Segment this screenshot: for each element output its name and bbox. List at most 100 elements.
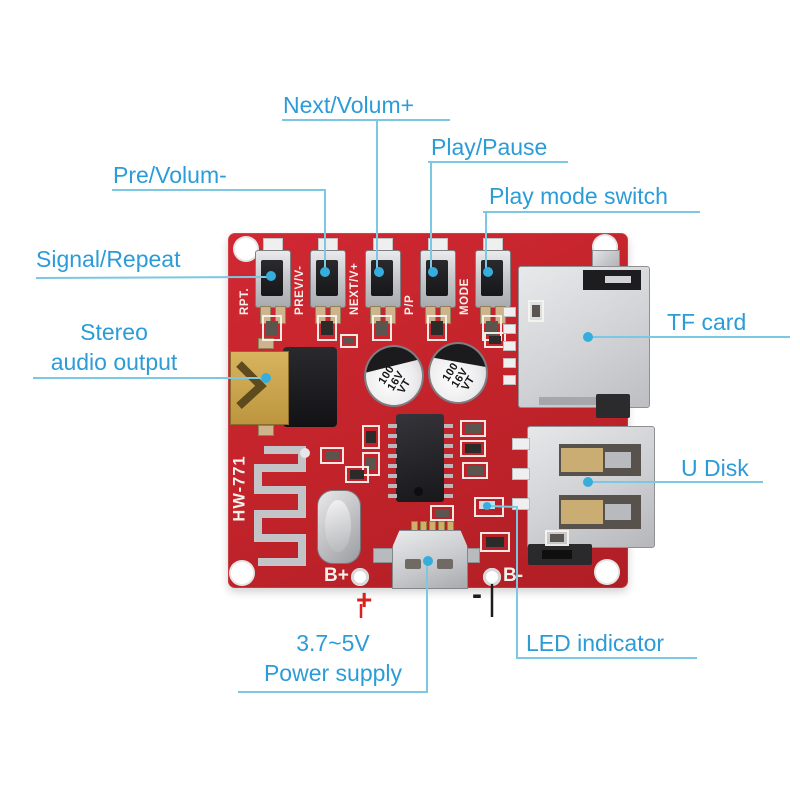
micro-usb-wing	[373, 548, 393, 563]
silk-b-plus: B+	[324, 565, 349, 586]
tf-card-slot	[518, 266, 650, 408]
solder-pad	[503, 358, 516, 368]
minus-mark: -	[472, 578, 482, 611]
ic-pin	[388, 484, 397, 488]
b-minus-pad	[483, 568, 501, 586]
solder-pad	[503, 341, 516, 351]
label-power-supply: 3.7~5V Power supply	[240, 628, 426, 688]
silk-rpt: RPT.	[239, 287, 251, 315]
button-cap	[481, 260, 503, 296]
smd	[484, 332, 506, 348]
smd	[430, 505, 454, 521]
label-stereo-output: Stereo audio output	[38, 317, 190, 377]
silk-pp: P/P	[404, 294, 416, 315]
ic-pin	[388, 424, 397, 428]
audio-jack-body	[283, 347, 337, 427]
ic-pin	[388, 474, 397, 478]
capacitor-2: 100 16V VT	[428, 342, 488, 404]
button-prev	[310, 250, 346, 308]
audio-jack-barrel	[230, 351, 289, 425]
solder-pad	[503, 307, 516, 317]
usb-base	[528, 544, 592, 565]
ic-pin	[444, 484, 453, 488]
silk-b-minus: B-	[503, 565, 524, 586]
smd	[362, 452, 380, 476]
ic-pin	[388, 444, 397, 448]
label-signal-repeat: Signal/Repeat	[36, 246, 181, 272]
status-led	[474, 497, 504, 517]
label-play-mode: Play mode switch	[489, 183, 668, 209]
smd	[262, 315, 282, 341]
solder-pad	[503, 375, 516, 385]
solder-pad	[512, 438, 530, 450]
solder-pad	[503, 324, 516, 334]
smd	[317, 315, 337, 341]
label-play-pause: Play/Pause	[431, 134, 548, 160]
button-repeat	[255, 250, 291, 308]
decoder-ic	[396, 414, 444, 502]
mounting-hole-bottom-right	[594, 559, 620, 585]
ic-dimple	[414, 487, 423, 496]
ic-pin	[444, 434, 453, 438]
ic-pin	[388, 464, 397, 468]
smd	[545, 530, 569, 546]
usb-contact-block	[561, 500, 603, 524]
plus-mark: +	[356, 584, 373, 615]
edge-component	[596, 394, 630, 418]
ic-pin	[444, 444, 453, 448]
smd	[372, 315, 392, 341]
button-cap	[261, 260, 283, 296]
usb-contact-block	[561, 448, 603, 472]
ic-pin	[388, 434, 397, 438]
label-power-line1: 3.7~5V	[296, 630, 370, 656]
led-die	[479, 501, 495, 509]
silk-model: HW-771	[230, 455, 249, 522]
button-play-pause	[420, 250, 456, 308]
label-next-volum: Next/Volum+	[283, 92, 415, 118]
micro-usb-slot	[437, 559, 453, 569]
label-tf-card: TF card	[667, 309, 747, 335]
solder-pad	[512, 498, 530, 510]
usb-base-slot	[542, 550, 572, 559]
ic-pin	[444, 494, 453, 498]
smd	[462, 462, 488, 479]
silk-next: NEXT/V+	[349, 262, 361, 315]
label-power-line2: Power supply	[263, 660, 403, 686]
ic-pin	[388, 454, 397, 458]
label-u-disk: U Disk	[681, 455, 749, 481]
tf-slot-clip-notch	[605, 276, 631, 283]
label-stereo-line1: Stereo	[80, 319, 148, 345]
button-next	[365, 250, 401, 308]
button-cap	[371, 260, 393, 296]
jack-pin	[258, 338, 274, 349]
smd	[362, 425, 380, 449]
solder-pad	[512, 468, 530, 480]
smd	[320, 447, 344, 464]
button-mode	[475, 250, 511, 308]
label-pre-volum: Pre/Volum-	[113, 162, 227, 188]
jack-pin	[258, 425, 274, 436]
smd	[528, 300, 544, 322]
smd	[340, 334, 358, 348]
usb-window-top	[559, 444, 641, 476]
ic-pin	[444, 464, 453, 468]
button-cap	[426, 260, 448, 296]
ic-pin	[444, 424, 453, 428]
ic-pin	[444, 474, 453, 478]
usb-spring	[605, 504, 631, 520]
tf-slot-lip	[539, 397, 611, 405]
label-led-indicator: LED indicator	[526, 630, 665, 656]
smd	[345, 466, 369, 483]
micro-usb-slot	[405, 559, 421, 569]
smd	[460, 440, 486, 457]
smd	[480, 532, 510, 552]
capacitor-1: 100 16V VT	[364, 345, 424, 407]
silk-prev: PREV/V-	[294, 265, 306, 315]
usb-window-bottom	[559, 495, 641, 529]
button-cap	[316, 260, 338, 296]
mounting-hole-bottom-left	[229, 560, 255, 586]
smd	[460, 420, 486, 437]
label-stereo-line2: audio output	[50, 349, 178, 375]
crystal-dome	[325, 500, 351, 552]
